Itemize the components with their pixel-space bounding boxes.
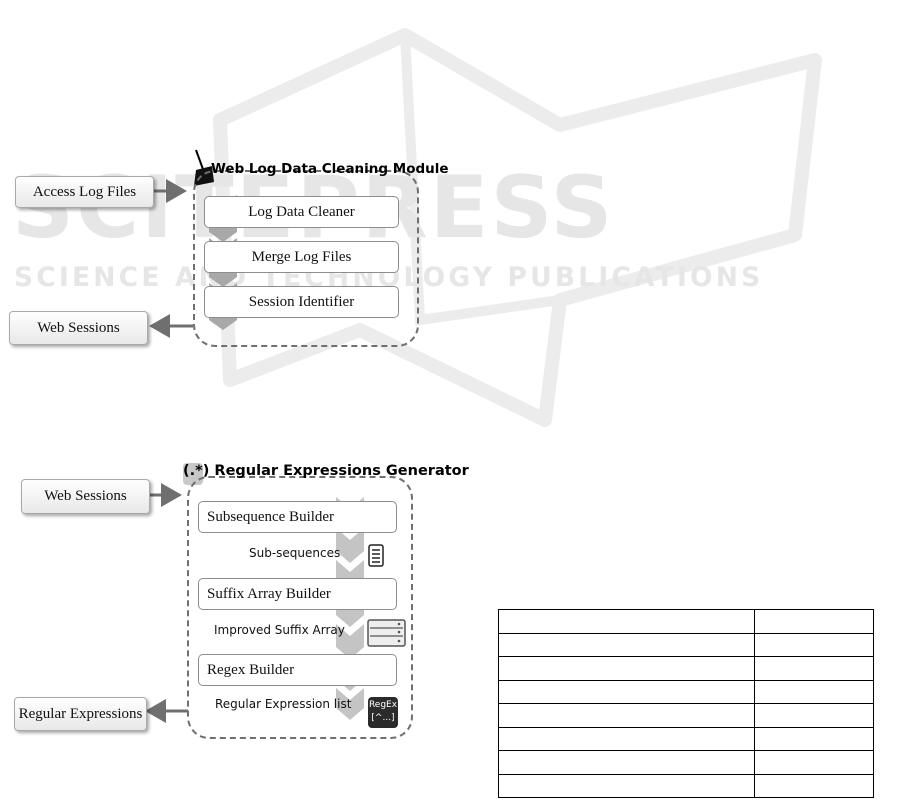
table-row [498, 773, 874, 798]
step-label: Merge Log Files [251, 248, 352, 265]
log-data-cleaner-step: Log Data Cleaner [204, 196, 399, 228]
table-row [498, 750, 874, 775]
access-log-files-box: Access Log Files [15, 176, 154, 208]
regular-expressions-output-box: Regular Expressions [14, 697, 147, 731]
access-log-files-label: Access Log Files [32, 183, 137, 200]
step-label: Suffix Array Builder [207, 585, 331, 602]
session-identifier-step: Session Identifier [204, 286, 399, 318]
regex-prefix: (.*) [183, 463, 210, 479]
regex-icon: RegEx [^...] [368, 697, 398, 728]
merge-log-files-step: Merge Log Files [204, 241, 399, 273]
web-sessions-input-label: Web Sessions [44, 488, 127, 504]
table-row [498, 656, 874, 681]
table-row [498, 679, 874, 704]
step-label: Log Data Cleaner [248, 203, 355, 220]
regular-expressions-output-label: Regular Expressions [18, 705, 143, 722]
subsequence-builder-step: Subsequence Builder [198, 501, 397, 533]
suffix-array-builder-step: Suffix Array Builder [198, 578, 397, 610]
web-sessions-output-label: Web Sessions [37, 319, 120, 336]
cleaning-module-title: Web Log Data Cleaning Module [211, 161, 449, 177]
regex-generator-container [187, 476, 413, 739]
list-icon [368, 544, 384, 567]
table-row [498, 703, 874, 728]
regex-generator-title: Regular Expressions Generator [214, 463, 469, 479]
web-sessions-output-box: Web Sessions [9, 311, 148, 345]
table-row [498, 609, 874, 634]
regex-builder-step: Regex Builder [198, 654, 397, 686]
sub-sequences-label: Sub-sequences [249, 546, 341, 560]
step-label: Regex Builder [207, 661, 295, 678]
step-label: Session Identifier [248, 293, 355, 310]
table-row [498, 726, 874, 751]
array-icon [367, 619, 406, 647]
step-label: Subsequence Builder [207, 508, 335, 525]
improved-suffix-array-label: Improved Suffix Array [214, 623, 345, 637]
table-row [498, 632, 874, 657]
regex-icon-bottom: [^...] [371, 713, 395, 723]
regex-icon-top: RegEx [368, 700, 398, 710]
empty-table [498, 609, 874, 798]
web-sessions-input-box: Web Sessions [21, 479, 150, 514]
cleaning-module-container [193, 170, 419, 347]
regex-generator-title-wrap: (.*) Regular Expressions Generator [183, 463, 469, 479]
regular-expression-list-label: Regular Expression list [215, 697, 352, 711]
